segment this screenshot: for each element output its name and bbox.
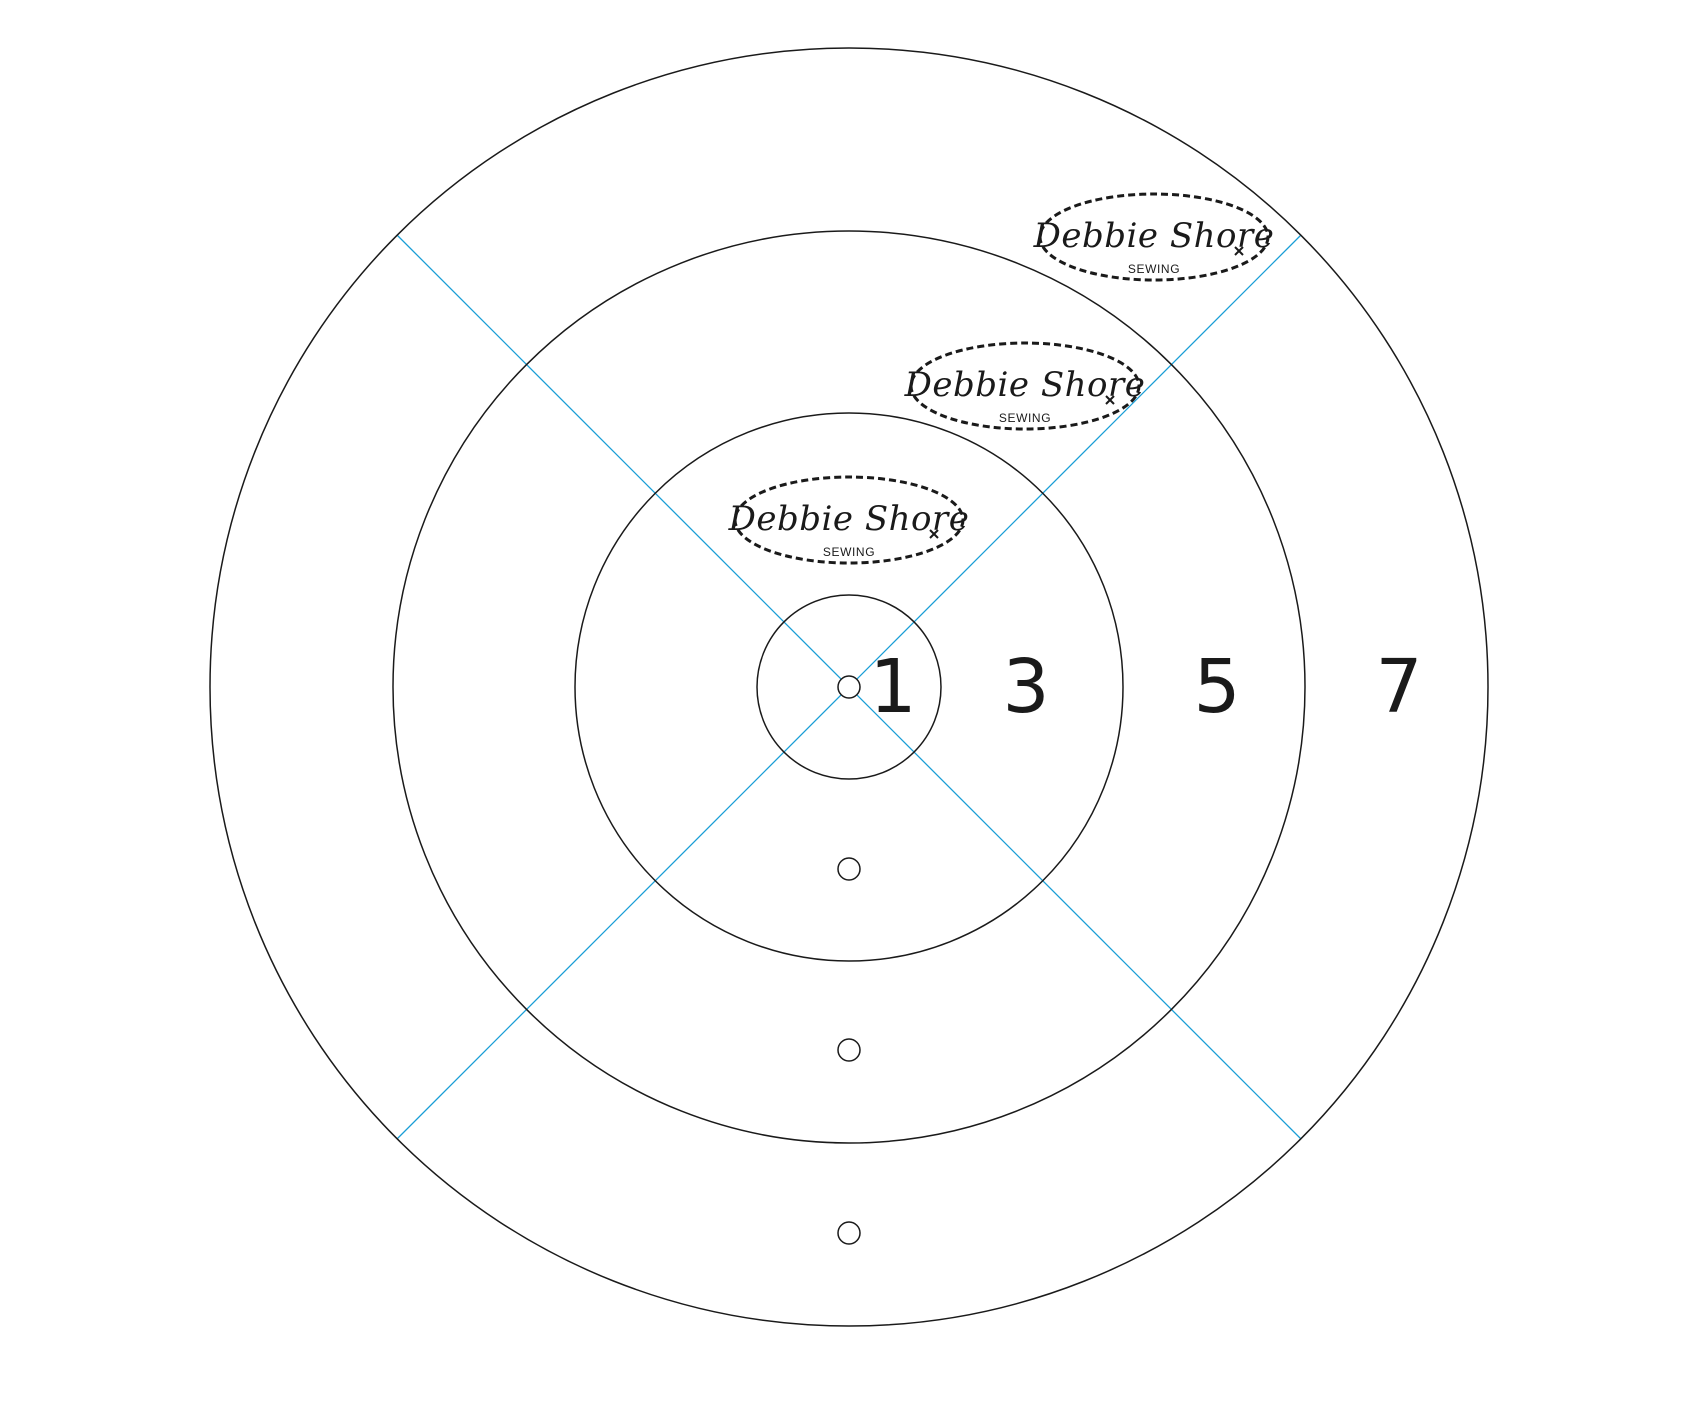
pin-hole-ring-3 — [837, 857, 861, 881]
brand-tagline: SEWING — [1128, 262, 1180, 276]
badge-cross-stitch-icon — [929, 529, 939, 539]
brand-name: Debbie Shore — [1033, 216, 1275, 256]
brand-name: Debbie Shore — [904, 365, 1146, 405]
brand-tagline: SEWING — [823, 545, 875, 559]
size-label-5: 5 — [1193, 644, 1240, 730]
pin-hole-ring-7 — [837, 1221, 861, 1245]
badge-stitch-oval — [1038, 192, 1270, 282]
pin-hole-ring-5 — [837, 1038, 861, 1062]
center-pin-hole — [837, 675, 861, 699]
badge-stitch-oval — [909, 341, 1141, 431]
brand-badge-ring-5: Debbie Shore SEWING — [904, 341, 1146, 431]
size-label-1: 1 — [869, 644, 916, 730]
ring-size-7 — [209, 47, 1489, 1327]
size-label-3: 3 — [1002, 644, 1049, 730]
ring-size-1 — [756, 594, 942, 780]
badge-stitch-oval — [733, 475, 965, 565]
brand-name: Debbie Shore — [728, 499, 970, 539]
badge-cross-stitch-icon — [1105, 395, 1115, 405]
ring-size-5 — [392, 230, 1306, 1144]
ring-size-3 — [574, 412, 1124, 962]
brand-tagline: SEWING — [999, 411, 1051, 425]
brand-badge-ring-7: Debbie Shore SEWING — [1033, 192, 1275, 282]
size-label-7: 7 — [1375, 644, 1422, 730]
brand-badge-ring-3: Debbie Shore SEWING — [728, 475, 970, 565]
badge-cross-stitch-icon — [1234, 246, 1244, 256]
